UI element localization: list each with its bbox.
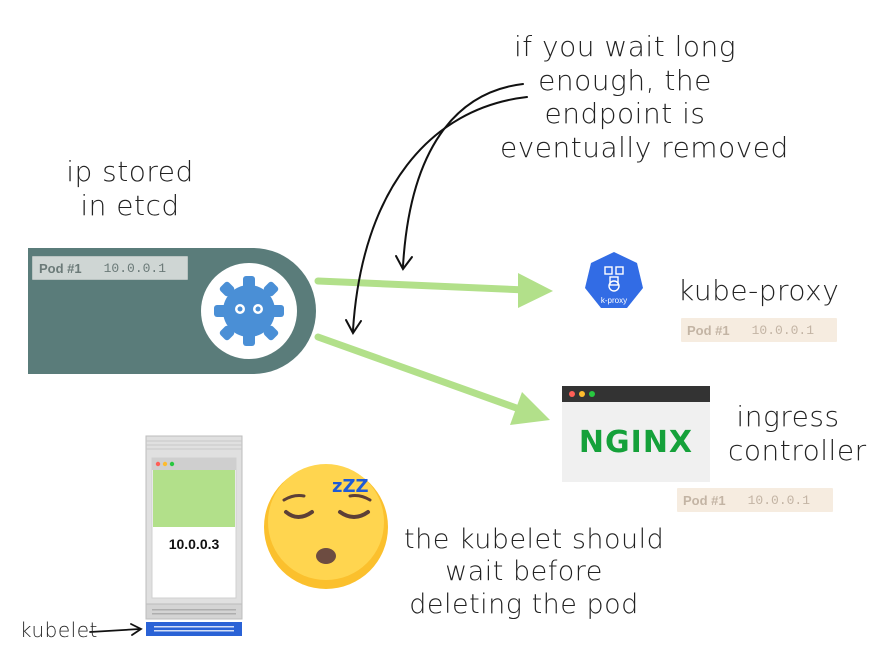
curved-arrow-to-ingress xyxy=(345,96,528,335)
sleep-z-icon: zZZ xyxy=(332,476,369,497)
nginx-logo-icon: NGINX xyxy=(579,425,693,460)
endpoint-removed-note: if you wait long enough, the endpoint is… xyxy=(500,30,789,164)
pod-ip: 10.0.0.1 xyxy=(103,260,167,276)
nginx-window: NGINX xyxy=(562,386,710,482)
etcd-logo-icon xyxy=(201,263,297,359)
node-ip: 10.0.0.3 xyxy=(168,536,220,552)
kubelet-pointer-arrow xyxy=(89,623,143,636)
kube-proxy-label: kube-proxy xyxy=(678,274,840,307)
pod-ip: 10.0.0.1 xyxy=(747,492,811,508)
svg-text:k-proxy: k-proxy xyxy=(601,296,627,305)
node-server xyxy=(145,435,243,636)
ingress-controller-label: ingress controller xyxy=(728,400,867,467)
etcd-pod-record: Pod #1 10.0.0.1 xyxy=(32,256,188,280)
kube-proxy-pod-record: Pod #1 10.0.0.1 xyxy=(681,318,837,342)
pod-ip: 10.0.0.1 xyxy=(751,322,815,338)
arrow-to-ingress xyxy=(314,333,550,425)
arrow-to-kube-proxy xyxy=(314,273,553,308)
kubelet-label: kubelet xyxy=(20,618,98,642)
etcd-note: ip stored in etcd xyxy=(66,155,194,222)
kube-proxy-icon: k-proxy xyxy=(585,252,643,308)
pod-name: Pod #1 xyxy=(39,260,82,276)
ingress-pod-record: Pod #1 10.0.0.1 xyxy=(677,488,833,512)
sleeping-face-icon xyxy=(264,464,388,589)
curved-arrow-to-kube-proxy xyxy=(395,83,524,271)
kubelet-wait-note: the kubelet should wait before deleting … xyxy=(404,524,665,620)
pod-name: Pod #1 xyxy=(687,322,730,338)
pod-name: Pod #1 xyxy=(683,492,726,508)
